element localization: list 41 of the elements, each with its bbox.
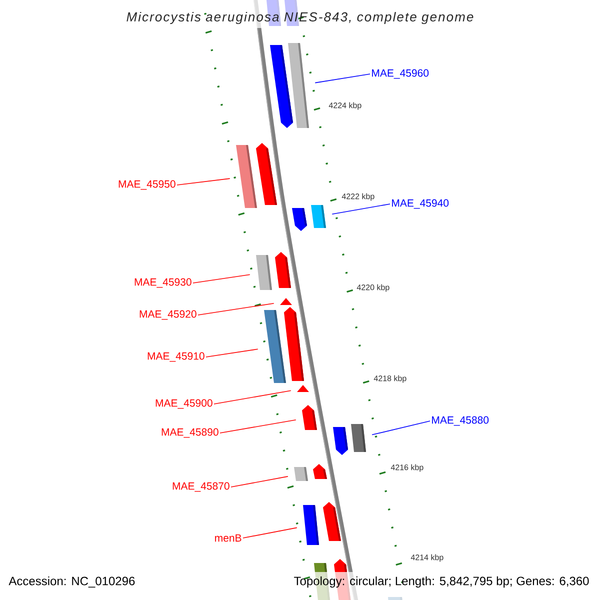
gene-bar bbox=[264, 310, 286, 383]
scale-label: 4214 kbp bbox=[410, 554, 444, 562]
gene-label: menB bbox=[215, 534, 242, 542]
scale-label: 4216 kbp bbox=[390, 464, 424, 472]
gene-bar bbox=[311, 205, 326, 228]
gene-label: MAE_45920 bbox=[140, 310, 196, 320]
gene-label: MAE_45890 bbox=[162, 428, 218, 438]
leader-line bbox=[192, 274, 250, 284]
gene-bar bbox=[302, 405, 317, 430]
leader-line bbox=[314, 74, 370, 84]
scale-label: 4222 kbp bbox=[342, 193, 374, 201]
leader-line bbox=[214, 390, 292, 404]
leader-line bbox=[198, 302, 274, 316]
gene-bar bbox=[303, 505, 319, 545]
gene-label: MAE_45940 bbox=[392, 199, 449, 209]
leader-line bbox=[220, 419, 296, 434]
gene-bar bbox=[236, 145, 257, 208]
gene-label: MAE_45900 bbox=[156, 399, 212, 409]
gene-label: MAE_45950 bbox=[118, 180, 176, 190]
gene-bar bbox=[351, 424, 366, 452]
gene-marker bbox=[297, 385, 309, 392]
scale-label: 4218 kbp bbox=[374, 375, 406, 383]
leader-line bbox=[372, 420, 430, 436]
scale-label: 4220 kbp bbox=[356, 284, 390, 292]
gene-label: MAE_45910 bbox=[148, 352, 204, 362]
gene-label: MAE_45930 bbox=[134, 278, 192, 288]
gene-bar bbox=[288, 43, 309, 128]
gene-label: MAE_45880 bbox=[432, 416, 489, 426]
leader-line bbox=[176, 178, 230, 186]
leader-line bbox=[332, 204, 390, 215]
gene-label: MAE_45870 bbox=[172, 482, 230, 492]
info-text: Accession: NC_010296 bbox=[8, 576, 135, 588]
gene-marker bbox=[280, 298, 292, 305]
scale-label: 4224 kbp bbox=[328, 102, 362, 110]
gene-bar bbox=[256, 255, 272, 290]
info-text: Topology: circular; Length: 5,842,795 bp; Genes: 6,360 bbox=[294, 576, 589, 588]
gene-bar bbox=[294, 467, 308, 481]
gene-label: MAE_45960 bbox=[372, 69, 429, 79]
title: Microcystis aeruginosa NIES-843, complete genome bbox=[126, 12, 474, 24]
leader-line bbox=[242, 527, 298, 538]
leader-line bbox=[230, 476, 288, 488]
